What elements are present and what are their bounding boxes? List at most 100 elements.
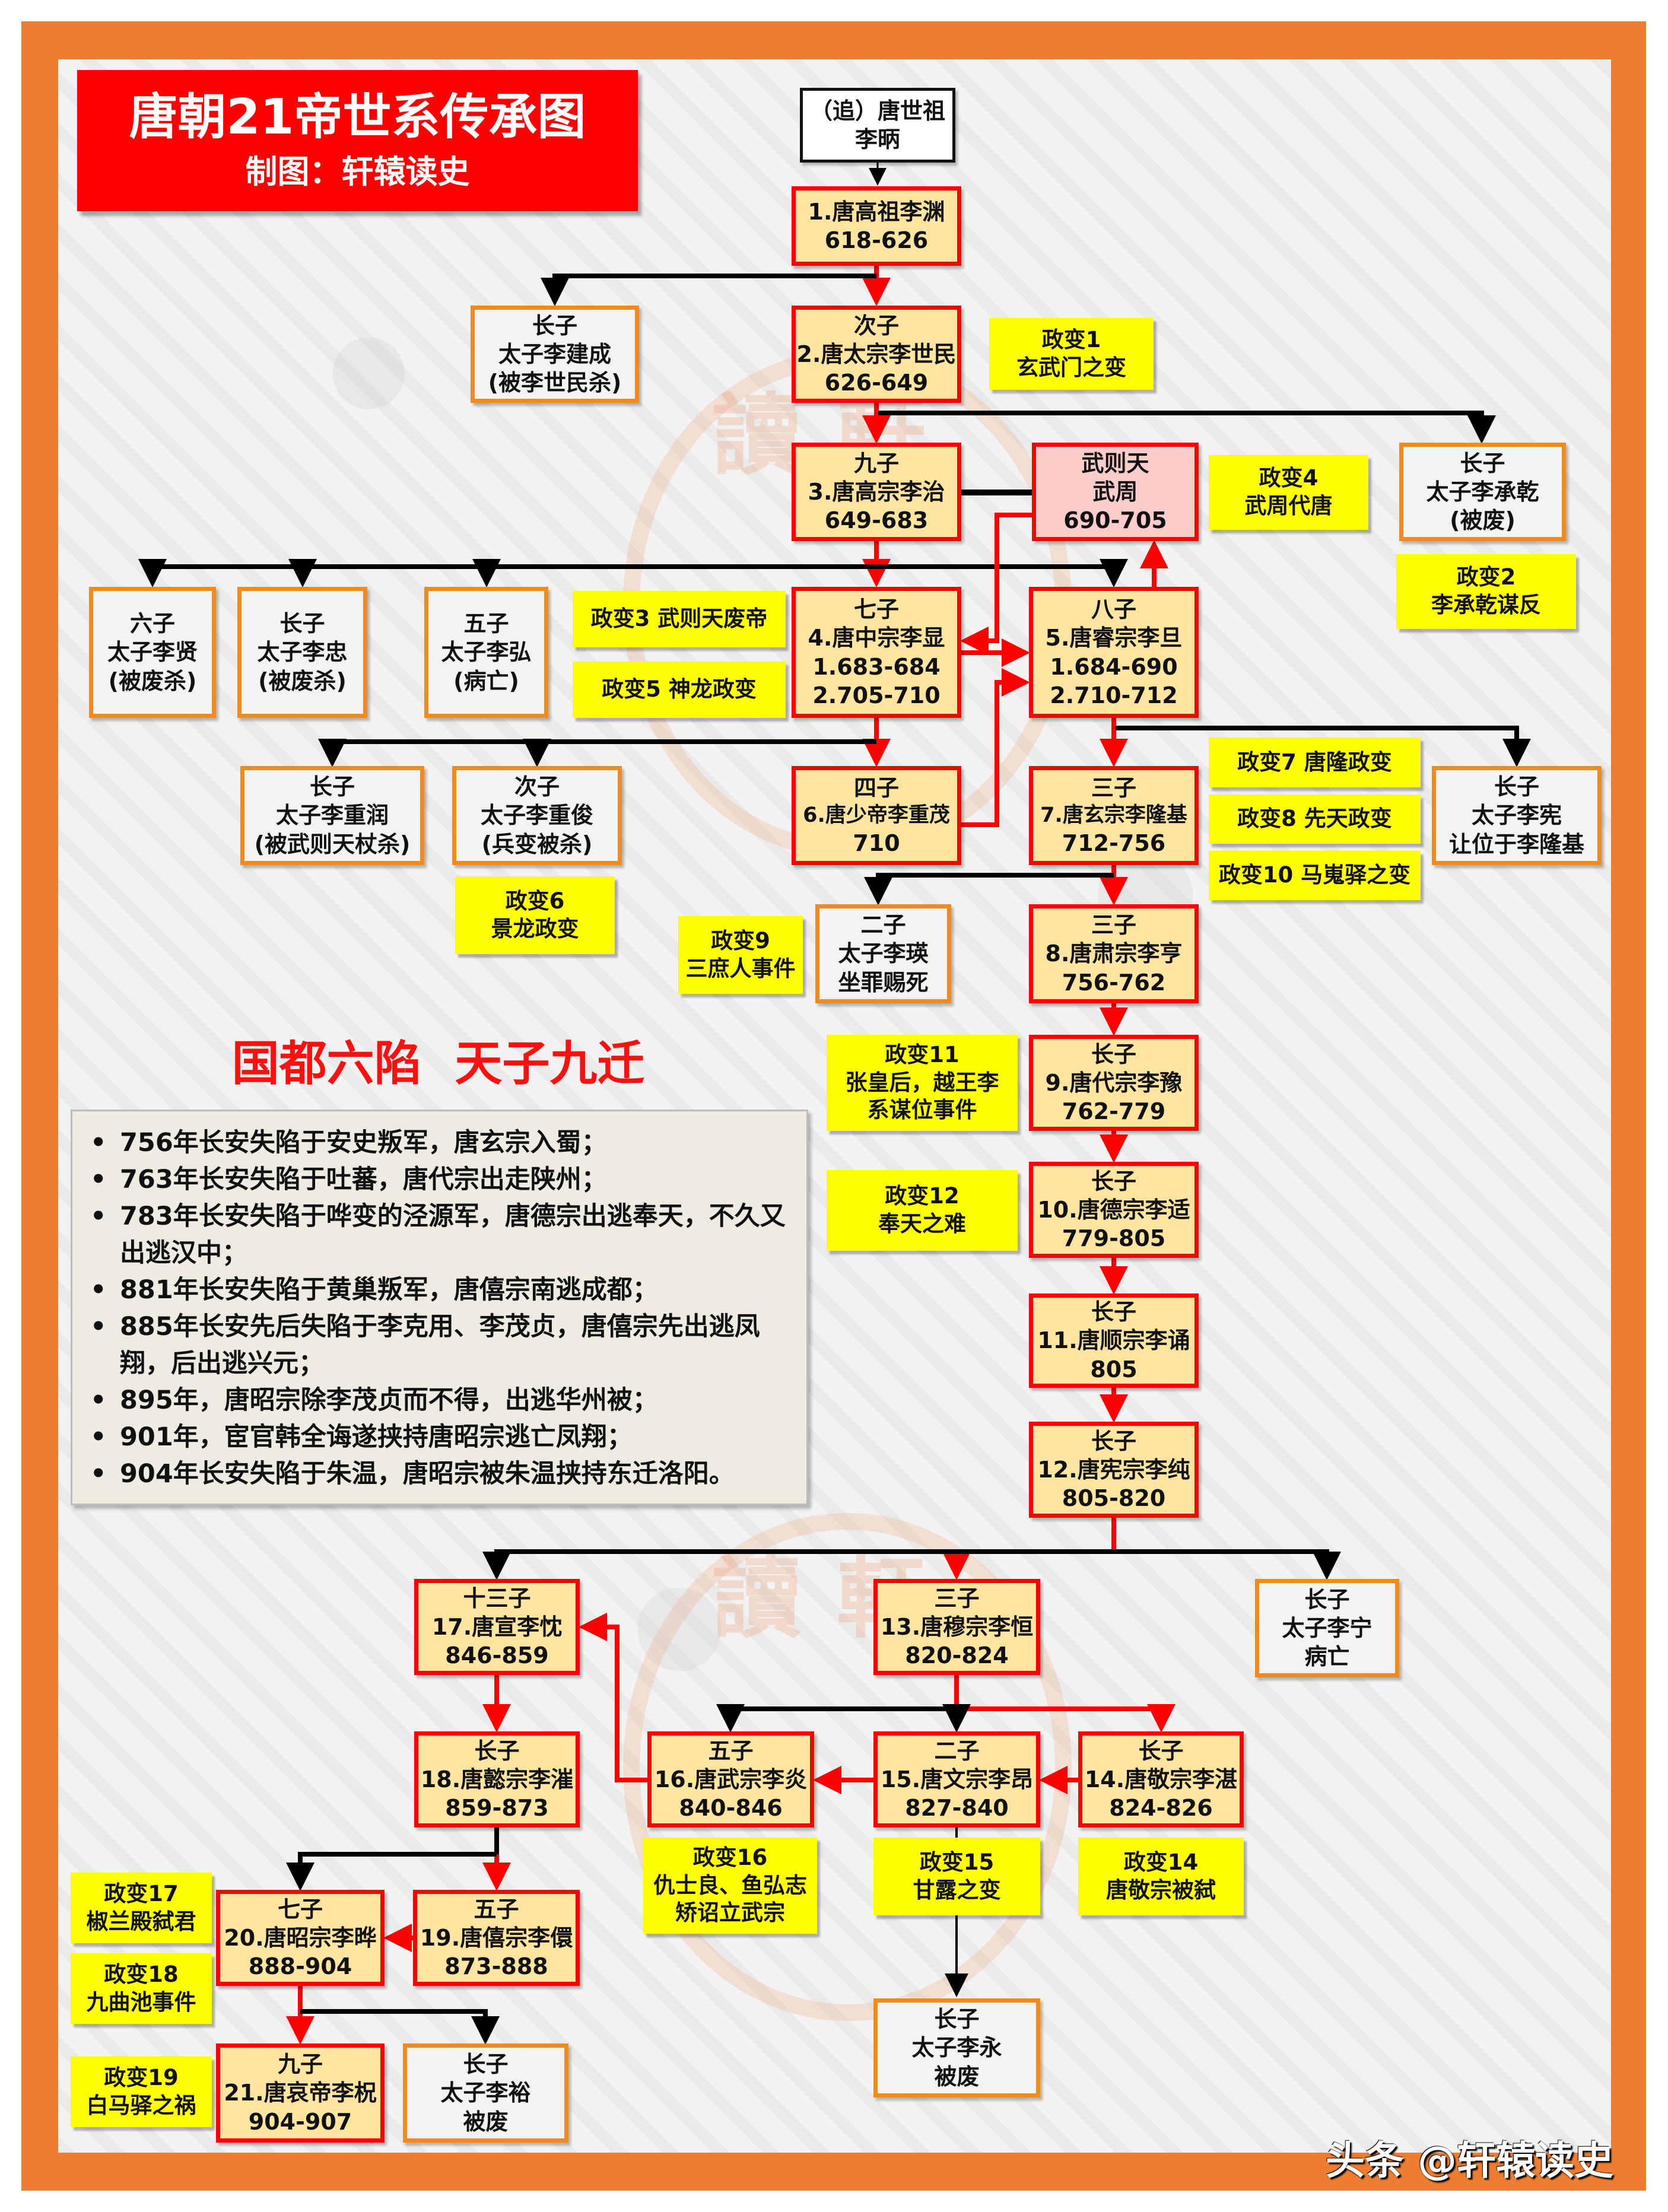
prince-rank: 二子 <box>860 912 906 939</box>
coup-number: 政变19 <box>104 2064 179 2090</box>
emperor-xizong: 五子 19.唐僖宗李儇 873-888 <box>413 1890 580 1986</box>
prince-fate: (被武则天杖杀) <box>254 831 411 857</box>
coup-name: 武周代唐 <box>1244 493 1333 519</box>
coup-number: 政变18 <box>104 1961 179 1987</box>
emperor-rank: 三子 <box>1091 775 1136 802</box>
emperor-years: 1.683-684 <box>812 653 941 680</box>
coup-name: 李承乾谋反 <box>1431 592 1541 618</box>
emperor-rank: 四子 <box>853 775 899 802</box>
prince-lizhong: 长子 太子李忠 (被废杀) <box>237 587 367 718</box>
coup-18: 政变18 九曲池事件 <box>71 1953 212 2024</box>
prince-liyong: 长子 太子李永 被废 <box>873 1998 1040 2097</box>
emperor-years: 805 <box>1090 1356 1138 1383</box>
coup-name: 九曲池事件 <box>86 1989 196 2015</box>
coup-19: 政变19 白马驿之祸 <box>71 2057 212 2127</box>
prince-name: 太子李永 <box>911 2035 1002 2061</box>
emperor-rank: 九子 <box>853 450 899 476</box>
coup-1: 政变1 玄武门之变 <box>989 318 1154 390</box>
emperor-name: 6.唐少帝李重茂 <box>803 803 950 828</box>
list-item: 904年长安失陷于朱温，唐昭宗被朱温挟持东迁洛阳。 <box>90 1455 795 1492</box>
coup-2: 政变2 李承乾谋反 <box>1396 554 1576 629</box>
emperor-years-2: 2.705-710 <box>812 682 941 708</box>
coup-number: 政变14 <box>1123 1849 1199 1875</box>
emperor-rank: 次子 <box>853 312 899 339</box>
coup-number: 政变15 <box>919 1849 995 1875</box>
emperor-rank: 长子 <box>474 1737 520 1764</box>
emperor-xianzong: 长子 12.唐宪宗李纯 805-820 <box>1029 1422 1199 1518</box>
emperor-dezong: 长子 10.唐德宗李适 779-805 <box>1029 1162 1199 1258</box>
emperor-rank: 七子 <box>277 1896 323 1922</box>
emperor-years: 859-873 <box>445 1795 549 1822</box>
emperor-years: 827-840 <box>905 1795 1009 1822</box>
emperor-years: 805-820 <box>1062 1485 1166 1512</box>
emperor-years: 712-756 <box>1062 830 1166 856</box>
coup-name: 玄武门之变 <box>1016 354 1126 380</box>
coup-5: 政变5 神龙政变 <box>573 662 786 718</box>
coup-17: 政变17 椒兰殿弑君 <box>71 1873 212 1943</box>
coup-9: 政变9 三庶人事件 <box>678 916 803 994</box>
source-watermark: 头条 @轩辕读史 <box>1326 2138 1613 2184</box>
prince-name: 太子李弘 <box>441 639 532 666</box>
coup-number: 政变11 <box>885 1041 960 1067</box>
emperor-rank: 长子 <box>1091 1299 1136 1326</box>
emperor-years: 846-859 <box>445 1642 549 1669</box>
prince-name: 太子李重俊 <box>480 802 593 829</box>
prince-rank: 五子 <box>463 611 509 637</box>
emperor-years: 904-907 <box>248 2108 352 2135</box>
coup-number: 政变4 <box>1259 465 1318 491</box>
emperor-xuanzong-ii: 十三子 17.唐宣李忱 846-859 <box>414 1579 580 1675</box>
emperor-muzong: 三子 13.唐穆宗李恒 820-824 <box>873 1579 1040 1675</box>
emperor-name: 10.唐德宗李适 <box>1037 1196 1190 1223</box>
list-item: 901年，宦官韩全诲遂挟持唐昭宗逃亡凤翔； <box>90 1419 795 1455</box>
emperor-shunzong: 长子 11.唐顺宗李诵 805 <box>1029 1293 1199 1388</box>
coup-number: 政变9 <box>711 927 770 954</box>
coup-name: 唐敬宗被弑 <box>1106 1877 1216 1903</box>
prince-liying: 二子 太子李瑛 坐罪赐死 <box>815 904 951 1003</box>
prince-fate: 让位于李隆基 <box>1448 831 1584 857</box>
emperor-gaozu: 1.唐高祖李渊 618-626 <box>792 186 961 266</box>
emperor-name: 17.唐宣李忱 <box>431 1613 563 1640</box>
prince-name: 太子李瑛 <box>838 940 929 967</box>
emperor-years: 626-649 <box>824 370 929 396</box>
emperor-name: 13.唐穆宗李恒 <box>880 1613 1034 1640</box>
emperor-name: 19.唐僖宗李儇 <box>420 1924 573 1951</box>
prince-rank: 次子 <box>514 774 560 800</box>
emperor-name: 5.唐睿宗李旦 <box>1045 625 1183 651</box>
list-item: 885年长安先后失陷于李克用、李茂贞，唐僖宗先出逃凤翔，后出逃兴元； <box>90 1308 795 1382</box>
list-item: 783年长安失陷于哗变的泾源军，唐德宗出逃奉天，不久又出逃汉中； <box>90 1198 795 1272</box>
emperor-rank: 长子 <box>1091 1168 1136 1194</box>
seal-char: 讀 <box>712 384 802 488</box>
empress-wuzetian: 武则天 武周 690-705 <box>1032 443 1199 541</box>
node-line: （追）唐世祖 <box>809 97 945 124</box>
emperor-rank: 九子 <box>277 2051 323 2078</box>
page-title: 唐朝21帝世系传承图 <box>129 88 586 145</box>
emperor-rank: 长子 <box>1138 1737 1184 1764</box>
emperor-wuzong: 五子 16.唐武宗李炎 840-846 <box>647 1731 814 1828</box>
emperor-name: 12.唐宪宗李纯 <box>1037 1456 1190 1483</box>
emperor-name: 7.唐玄宗李隆基 <box>1040 803 1187 828</box>
coup-7: 政变7 唐隆政变 <box>1209 738 1421 787</box>
emperor-rank: 七子 <box>853 596 899 622</box>
coup-name: 甘露之变 <box>913 1877 1001 1903</box>
prince-fate: (被废) <box>1450 507 1516 534</box>
credit-line: 制图：轩辕读史 <box>245 153 470 191</box>
emperor-years: 690-705 <box>1063 507 1167 534</box>
prince-name: 太子李承乾 <box>1426 478 1539 505</box>
coup-name: 仇士良、鱼弘志 <box>653 1872 807 1898</box>
prince-name: 太子李重润 <box>275 802 389 829</box>
capital-falls-list: 756年长安失陷于安史叛军，唐玄宗入蜀； 763年长安失陷于吐蕃，唐代宗出走陕州… <box>84 1124 795 1492</box>
capital-falls-title: 国都六陷 天子九迁 <box>231 1036 645 1091</box>
coup-11: 政变11 张皇后，越王李 系谋位事件 <box>827 1035 1018 1131</box>
coup-name: 政变8 先天政变 <box>1237 806 1392 831</box>
prince-rank: 长子 <box>532 312 577 339</box>
list-item: 763年长安失陷于吐蕃，唐代宗出走陕州； <box>90 1161 795 1198</box>
coup-name: 景龙政变 <box>491 916 579 942</box>
emperor-years: 824-826 <box>1109 1795 1213 1822</box>
seal-char: 讀 <box>712 1547 802 1651</box>
emperor-years: 873-888 <box>444 1953 548 1980</box>
emperor-ruizong: 八子 5.唐睿宗李旦 1.684-690 2.710-712 <box>1029 587 1199 718</box>
emperor-aidi: 九子 21.唐哀帝李柷 904-907 <box>216 2043 385 2143</box>
emperor-rank: 三子 <box>934 1585 980 1612</box>
prince-fate: (兵变被杀) <box>481 831 593 857</box>
